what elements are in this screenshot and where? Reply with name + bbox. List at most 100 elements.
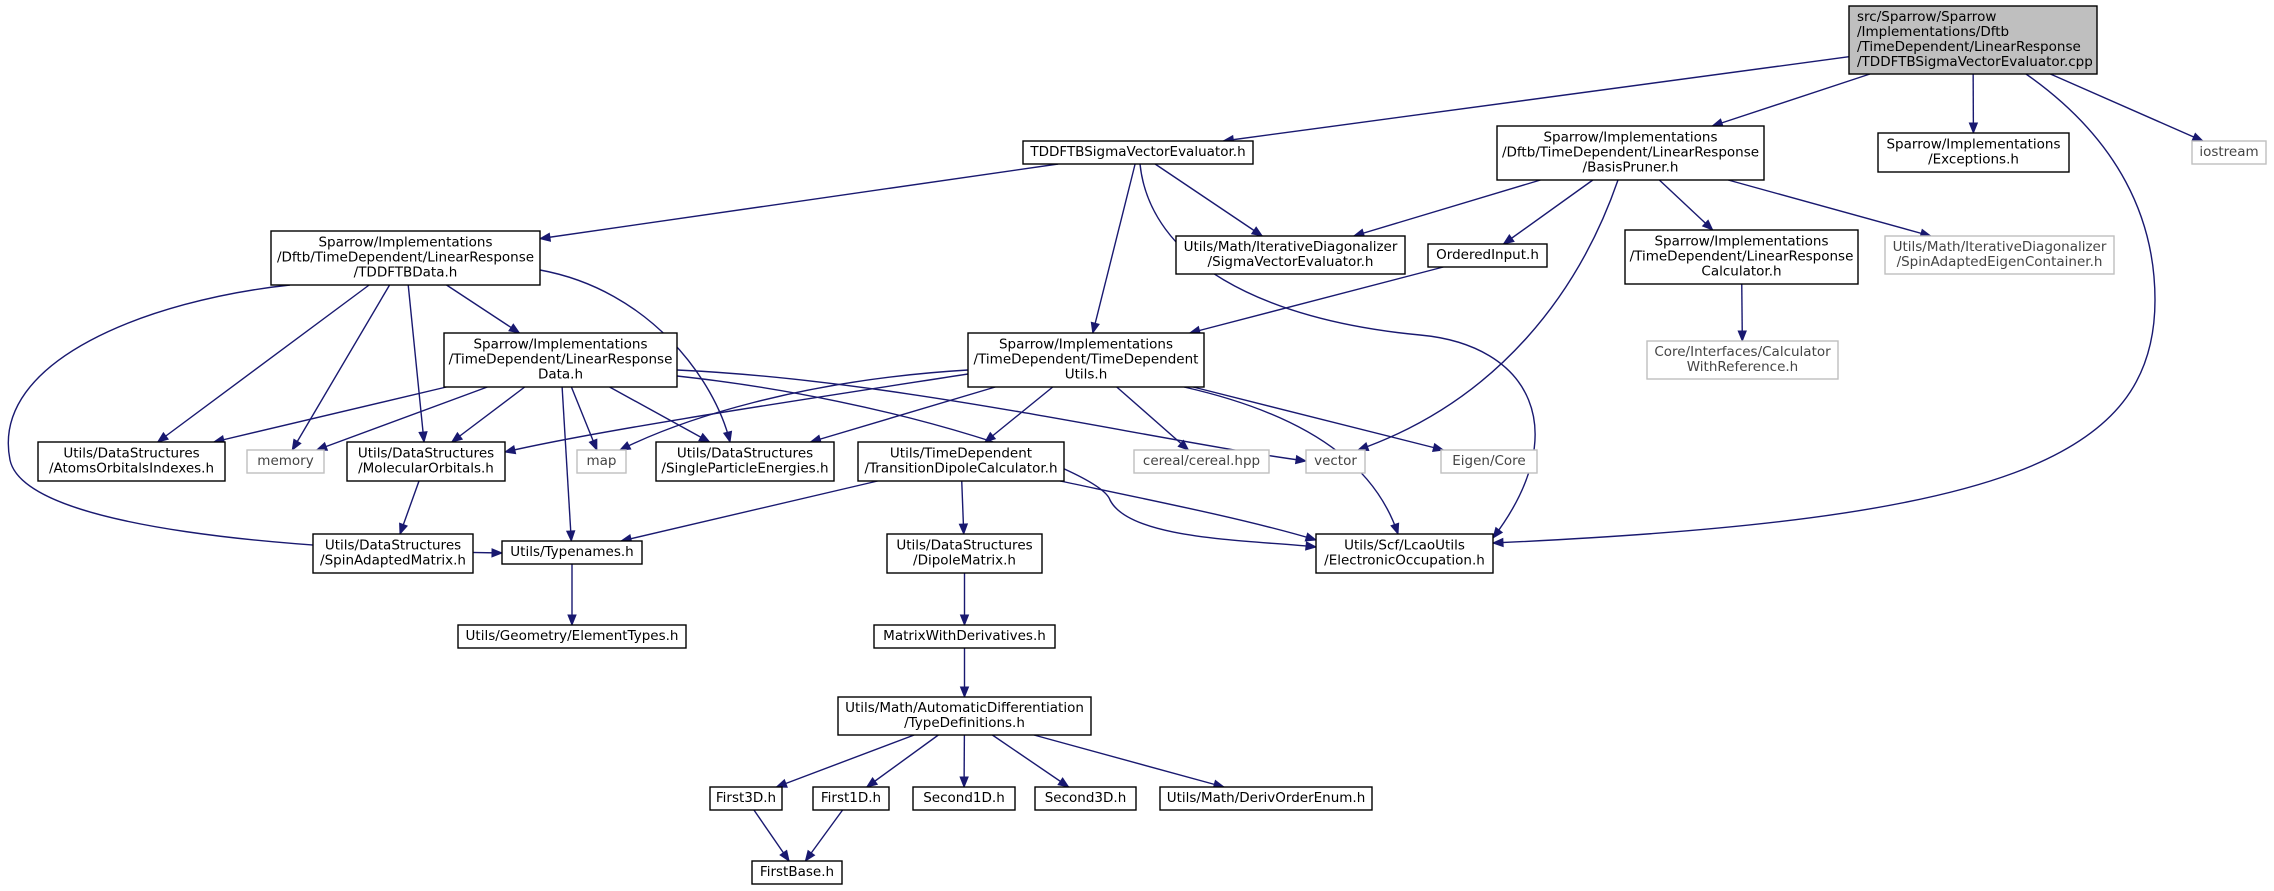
edge-ordered_input-to-td_utils [1188, 266, 1444, 335]
edge-tdc-to-dipole-arrowhead [958, 523, 969, 536]
node-label-line: Utils/Math/AutomaticDifferentiation [845, 700, 1084, 716]
node-root[interactable]: src/Sparrow/Sparrow/Implementations/Dftb… [1848, 5, 2098, 75]
node-lr-calculator[interactable]: Sparrow/Implementations/TimeDependent/Li… [1624, 229, 1859, 285]
node-box [1877, 132, 2070, 173]
node-first3d[interactable]: First3D.h [709, 786, 783, 811]
edge-tddftb_data-to-typenames [7, 284, 504, 558]
node-box [1022, 140, 1254, 165]
node-mol-orb[interactable]: Utils/DataStructures/MolecularOrbitals.h [346, 441, 506, 482]
node-box [912, 786, 1016, 811]
edge-tdc-to-dipole [958, 480, 969, 536]
edge-lr_data-to-atoms_orb-line [213, 386, 447, 443]
edges-layer [7, 56, 2205, 863]
edge-tddftb_data-to-lr_data-arrowhead [508, 323, 521, 334]
node-ordered-input[interactable]: OrderedInput.h [1427, 243, 1548, 268]
node-first-base[interactable]: FirstBase.h [751, 860, 843, 885]
node-eigen[interactable]: Eigen/Core [1440, 449, 1538, 474]
node-tddftb-sve[interactable]: TDDFTBSigmaVectorEvaluator.h [1022, 140, 1254, 165]
node-cereal[interactable]: cereal/cereal.hpp [1133, 449, 1270, 474]
edge-tddftb_sve-to-sigma_ve [1154, 163, 1264, 237]
edge-root-to-exceptions-arrowhead [1968, 122, 1979, 135]
node-spin-matrix[interactable]: Utils/DataStructures/SpinAdaptedMatrix.h [312, 533, 474, 574]
node-label-line: vector [1314, 453, 1357, 469]
node-label-line: /TDDFTBSigmaVectorEvaluator.cpp [1857, 54, 2093, 70]
node-spin-eigen[interactable]: Utils/Math/IterativeDiagonalizer/SpinAda… [1884, 235, 2115, 275]
node-label-line: Sparrow/Implementations [1654, 234, 1828, 250]
node-lr-data[interactable]: Sparrow/Implementations/TimeDependent/Li… [443, 332, 678, 388]
node-first1d[interactable]: First1D.h [812, 786, 890, 811]
node-box [857, 441, 1065, 482]
edge-tddftb_data-to-lr_data [446, 284, 521, 334]
edge-basis_pruner-to-sigma_ve-line [1353, 179, 1541, 237]
node-label-line: memory [257, 453, 313, 469]
edge-lr_data-to-map-line [570, 386, 598, 451]
edge-tdc-to-typenames-line [620, 480, 878, 542]
edge-mol_orb-to-spin_matrix-arrowhead [399, 522, 408, 536]
edge-root-to-iostream-arrowhead [2191, 132, 2205, 142]
node-box [1496, 125, 1765, 181]
node-calc-with-ref[interactable]: Core/Interfaces/CalculatorWithReference.… [1646, 340, 1839, 380]
edge-basis_pruner-to-vector [1356, 179, 1619, 451]
node-second3d[interactable]: Second3D.h [1034, 786, 1137, 811]
edge-tddftb_data-to-atoms_orb-arrowhead [156, 431, 170, 443]
edge-tdc-to-typenames [619, 480, 878, 544]
edge-first3d-to-first_base [753, 809, 790, 863]
node-basis-pruner[interactable]: Sparrow/Implementations/Dftb/TimeDepende… [1496, 125, 1765, 181]
node-box [443, 332, 678, 388]
node-deriv-order[interactable]: Utils/Math/DerivOrderEnum.h [1159, 786, 1373, 811]
edge-basis_pruner-to-sigma_ve [1352, 179, 1541, 238]
node-sigma-ve[interactable]: Utils/Math/IterativeDiagonalizer/SigmaVe… [1175, 235, 1406, 275]
node-tdc[interactable]: Utils/TimeDependent/TransitionDipoleCalc… [857, 441, 1065, 482]
node-label-line: Data.h [538, 367, 583, 383]
node-label-line: WithReference.h [1687, 359, 1798, 375]
node-exceptions[interactable]: Sparrow/Implementations/Exceptions.h [1877, 132, 2070, 173]
edge-first1d-to-first_base-arrowhead [804, 849, 816, 863]
edge-tddftb_sve-to-tddftb_data-line [539, 163, 1059, 240]
edge-typenames-to-elem_types [567, 564, 577, 627]
node-box [37, 441, 226, 482]
node-elec-occ[interactable]: Utils/Scf/LcaoUtils/ElectronicOccupation… [1315, 533, 1494, 574]
edge-first1d-to-first_base [804, 809, 844, 863]
node-td-utils[interactable]: Sparrow/Implementations/TimeDependent/Ti… [967, 332, 1205, 388]
node-typedefs[interactable]: Utils/Math/AutomaticDifferentiation/Type… [837, 696, 1092, 736]
node-label-line: /TransitionDipoleCalculator.h [864, 461, 1057, 477]
node-atoms-orb[interactable]: Utils/DataStructures/AtomsOrbitalsIndexe… [37, 441, 226, 482]
edge-root-to-exceptions [1968, 73, 1979, 135]
edge-root-to-basis_pruner-line [1712, 73, 1871, 127]
node-label-line: /TimeDependent/LinearResponse [1857, 39, 2081, 55]
node-iostream[interactable]: iostream [2191, 140, 2267, 165]
node-label-line: /BasisPruner.h [1583, 160, 1679, 176]
node-label-line: /MolecularOrbitals.h [358, 461, 494, 477]
edge-td_utils-to-mol_orb-arrowhead [503, 445, 517, 455]
edge-lr_data-to-elec_occ-line [676, 375, 1317, 548]
node-box [1175, 235, 1406, 275]
node-label-line: /Dftb/TimeDependent/LinearResponse [1502, 145, 1759, 161]
edge-lr_data-to-mol_orb-arrowhead [450, 431, 464, 443]
node-label-line: Sparrow/Implementations [1886, 137, 2060, 153]
node-typenames[interactable]: Utils/Typenames.h [501, 540, 643, 565]
edge-basis_pruner-to-ordered_input [1502, 179, 1594, 245]
node-second1d[interactable]: Second1D.h [912, 786, 1016, 811]
node-box [1034, 786, 1137, 811]
node-mwd[interactable]: MatrixWithDerivatives.h [873, 624, 1056, 649]
node-label-line: Core/Interfaces/Calculator [1654, 344, 1831, 360]
edge-lr_data-to-typenames-arrowhead [565, 530, 576, 543]
node-spe[interactable]: Utils/DataStructures/SingleParticleEnerg… [655, 441, 835, 482]
edge-tddftb_sve-to-td_utils [1090, 163, 1136, 335]
node-label-line: cereal/cereal.hpp [1143, 453, 1260, 469]
node-label-line: /TypeDefinitions.h [904, 715, 1025, 731]
node-tddftb-data[interactable]: Sparrow/Implementations/Dftb/TimeDepende… [270, 230, 541, 286]
edge-tddftb_sve-to-elec_occ-arrowhead [1492, 526, 1504, 540]
node-dipole[interactable]: Utils/DataStructures/DipoleMatrix.h [886, 533, 1043, 574]
edge-root-to-tddftb_sve-line [1223, 56, 1850, 142]
node-vector[interactable]: vector [1305, 449, 1366, 474]
node-elem-types[interactable]: Utils/Geometry/ElementTypes.h [457, 624, 687, 649]
node-memory[interactable]: memory [246, 449, 325, 474]
node-map[interactable]: map [576, 449, 627, 474]
edge-lr_data-to-map-arrowhead [588, 438, 598, 452]
edge-tddftb_sve-to-sigma_ve-line [1154, 163, 1263, 237]
edge-td_utils-to-map-line [619, 369, 969, 451]
edge-lr_data-to-spe-line [609, 386, 710, 443]
node-label-line: /AtomsOrbitalsIndexes.h [49, 461, 214, 477]
